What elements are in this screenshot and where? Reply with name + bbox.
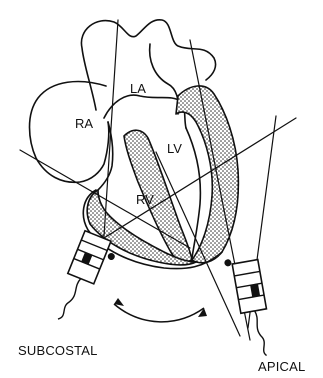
chamber-label-ra: RA <box>75 117 93 130</box>
chamber-label-lv: LV <box>167 142 182 155</box>
apical-transducer-icon <box>224 254 275 360</box>
right-atrium-outline <box>30 82 109 183</box>
lv-cavity-border <box>186 128 200 258</box>
chamber-label-rv: RV <box>136 193 154 206</box>
subcostal-view-label: SUBCOSTAL <box>18 344 98 357</box>
apical-view-label: APICAL <box>258 360 305 373</box>
left-atrium-outline <box>104 95 186 128</box>
rotation-double-arrow-icon <box>114 298 207 322</box>
aorta-outline <box>150 44 179 114</box>
subcostal-beam-edge-b <box>104 20 118 236</box>
chamber-label-la: LA <box>130 82 146 95</box>
subcostal-transducer-icon <box>51 231 120 330</box>
